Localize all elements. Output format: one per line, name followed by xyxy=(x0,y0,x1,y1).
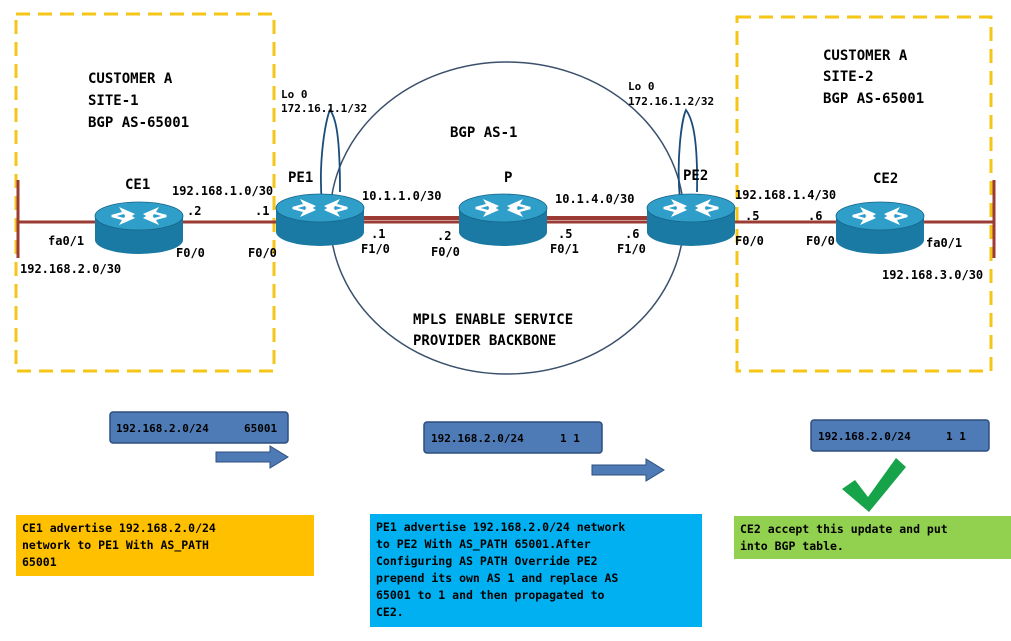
pe1-loopback-ip: 172.16.1.1/32 xyxy=(281,102,367,115)
note-line: prepend its own AS 1 and replace AS xyxy=(376,571,619,585)
ce1-f00-label: F0/0 xyxy=(176,246,205,260)
ce1-host-label: .2 xyxy=(187,204,201,218)
route-prefix: 192.168.2.0/24 xyxy=(116,422,209,435)
note-line: to PE2 With AS_PATH 65001.After xyxy=(376,537,591,551)
ce2-f00-label: F0/0 xyxy=(806,234,835,248)
note-line: PE1 advertise 192.168.2.0/24 network xyxy=(376,520,626,534)
pe2-f10-label: F1/0 xyxy=(617,242,646,256)
note-line: 65001 to 1 and then propagated to xyxy=(376,588,605,602)
ce1-pe1-subnet: 192.168.1.0/30 xyxy=(172,184,273,198)
route-as-path: 1 1 xyxy=(560,432,580,445)
route-prefix: 192.168.2.0/24 xyxy=(818,430,911,443)
note-line: into BGP table. xyxy=(740,539,844,553)
pe1-p-subnet: 10.1.1.0/30 xyxy=(362,189,441,203)
ce2-fa01-label: fa0/1 xyxy=(926,236,962,250)
p-f01-label: F0/1 xyxy=(550,242,579,256)
route-update-box: 192.168.2.0/24 65001 xyxy=(109,411,289,444)
backbone-line1: MPLS ENABLE SERVICE xyxy=(413,312,573,328)
ce1-label: CE1 xyxy=(125,177,150,193)
pe1-f10-label: F1/0 xyxy=(361,242,390,256)
p-f00-label: F0/0 xyxy=(431,245,460,259)
p-pe2-subnet: 10.1.4.0/30 xyxy=(555,192,634,206)
pe2-loopback-ip: 172.16.1.2/32 xyxy=(628,95,714,108)
note-pe1-advertise: PE1 advertise 192.168.2.0/24 network to … xyxy=(370,514,702,627)
route-as-path: 1 1 xyxy=(946,430,966,443)
site1-line2: SITE-1 xyxy=(88,93,139,109)
site2-line2: SITE-2 xyxy=(823,69,874,85)
pe2-host-p-label: .6 xyxy=(625,227,639,241)
pe1-host-ce-label: .1 xyxy=(255,204,269,218)
note-ce2-accept: CE2 accept this update and put into BGP … xyxy=(734,516,1011,559)
pe2-host-ce-label: .5 xyxy=(745,209,759,223)
site1-line3: BGP AS-65001 xyxy=(88,115,189,131)
note-line: network to PE1 With AS_PATH xyxy=(22,538,209,552)
note-line: Configuring AS PATH Override PE2 xyxy=(376,554,598,568)
site1-line1: CUSTOMER A xyxy=(88,71,173,87)
route-update-box: 192.168.2.0/24 1 1 xyxy=(423,421,603,454)
checkmark-icon xyxy=(842,458,906,512)
ce1-fa01-label: fa0/1 xyxy=(48,234,84,248)
note-line: CE2. xyxy=(376,605,404,619)
arrow-right-icon xyxy=(591,458,665,482)
arrow-right-icon xyxy=(215,445,289,469)
backbone-as-label: BGP AS-1 xyxy=(450,125,517,141)
pe1-router-icon xyxy=(275,193,365,247)
ce2-host-label: .6 xyxy=(808,209,822,223)
pe1-f00-label: F0/0 xyxy=(248,246,277,260)
pe1-loopback-name: Lo 0 xyxy=(281,88,308,101)
pe2-ce2-subnet: 192.168.1.4/30 xyxy=(735,188,836,202)
ce2-router-icon xyxy=(835,201,925,255)
pe2-f00-label: F0/0 xyxy=(735,234,764,248)
p-label: P xyxy=(504,170,512,186)
site2-line3: BGP AS-65001 xyxy=(823,91,924,107)
ce2-lan-subnet: 192.168.3.0/30 xyxy=(882,268,983,282)
route-update-box: 192.168.2.0/24 1 1 xyxy=(810,419,990,452)
pe2-label: PE2 xyxy=(683,168,708,184)
site2-border xyxy=(735,15,993,373)
note-line: 65001 xyxy=(22,555,57,569)
site2-line1: CUSTOMER A xyxy=(823,48,908,64)
note-line: CE1 advertise 192.168.2.0/24 xyxy=(22,521,216,535)
p-host-pe2-label: .5 xyxy=(558,227,572,241)
ce1-router-icon xyxy=(94,201,184,255)
backbone-line2: PROVIDER BACKBONE xyxy=(413,333,556,349)
route-prefix: 192.168.2.0/24 xyxy=(431,432,524,445)
note-ce1-advertise: CE1 advertise 192.168.2.0/24 network to … xyxy=(16,515,314,576)
pe2-router-icon xyxy=(646,193,736,247)
ce2-label: CE2 xyxy=(873,171,898,187)
p-router-icon xyxy=(458,193,548,247)
p-host-pe1-label: .2 xyxy=(437,229,451,243)
ce1-lan-subnet: 192.168.2.0/30 xyxy=(20,262,121,276)
pe2-loopback-line xyxy=(677,108,698,201)
pe2-loopback-name: Lo 0 xyxy=(628,80,655,93)
pe1-host-p-label: .1 xyxy=(371,227,385,241)
pe1-label: PE1 xyxy=(288,170,313,186)
note-line: CE2 accept this update and put xyxy=(740,522,948,536)
route-as-path: 65001 xyxy=(244,422,277,435)
pe1-loopback-line xyxy=(320,108,341,205)
